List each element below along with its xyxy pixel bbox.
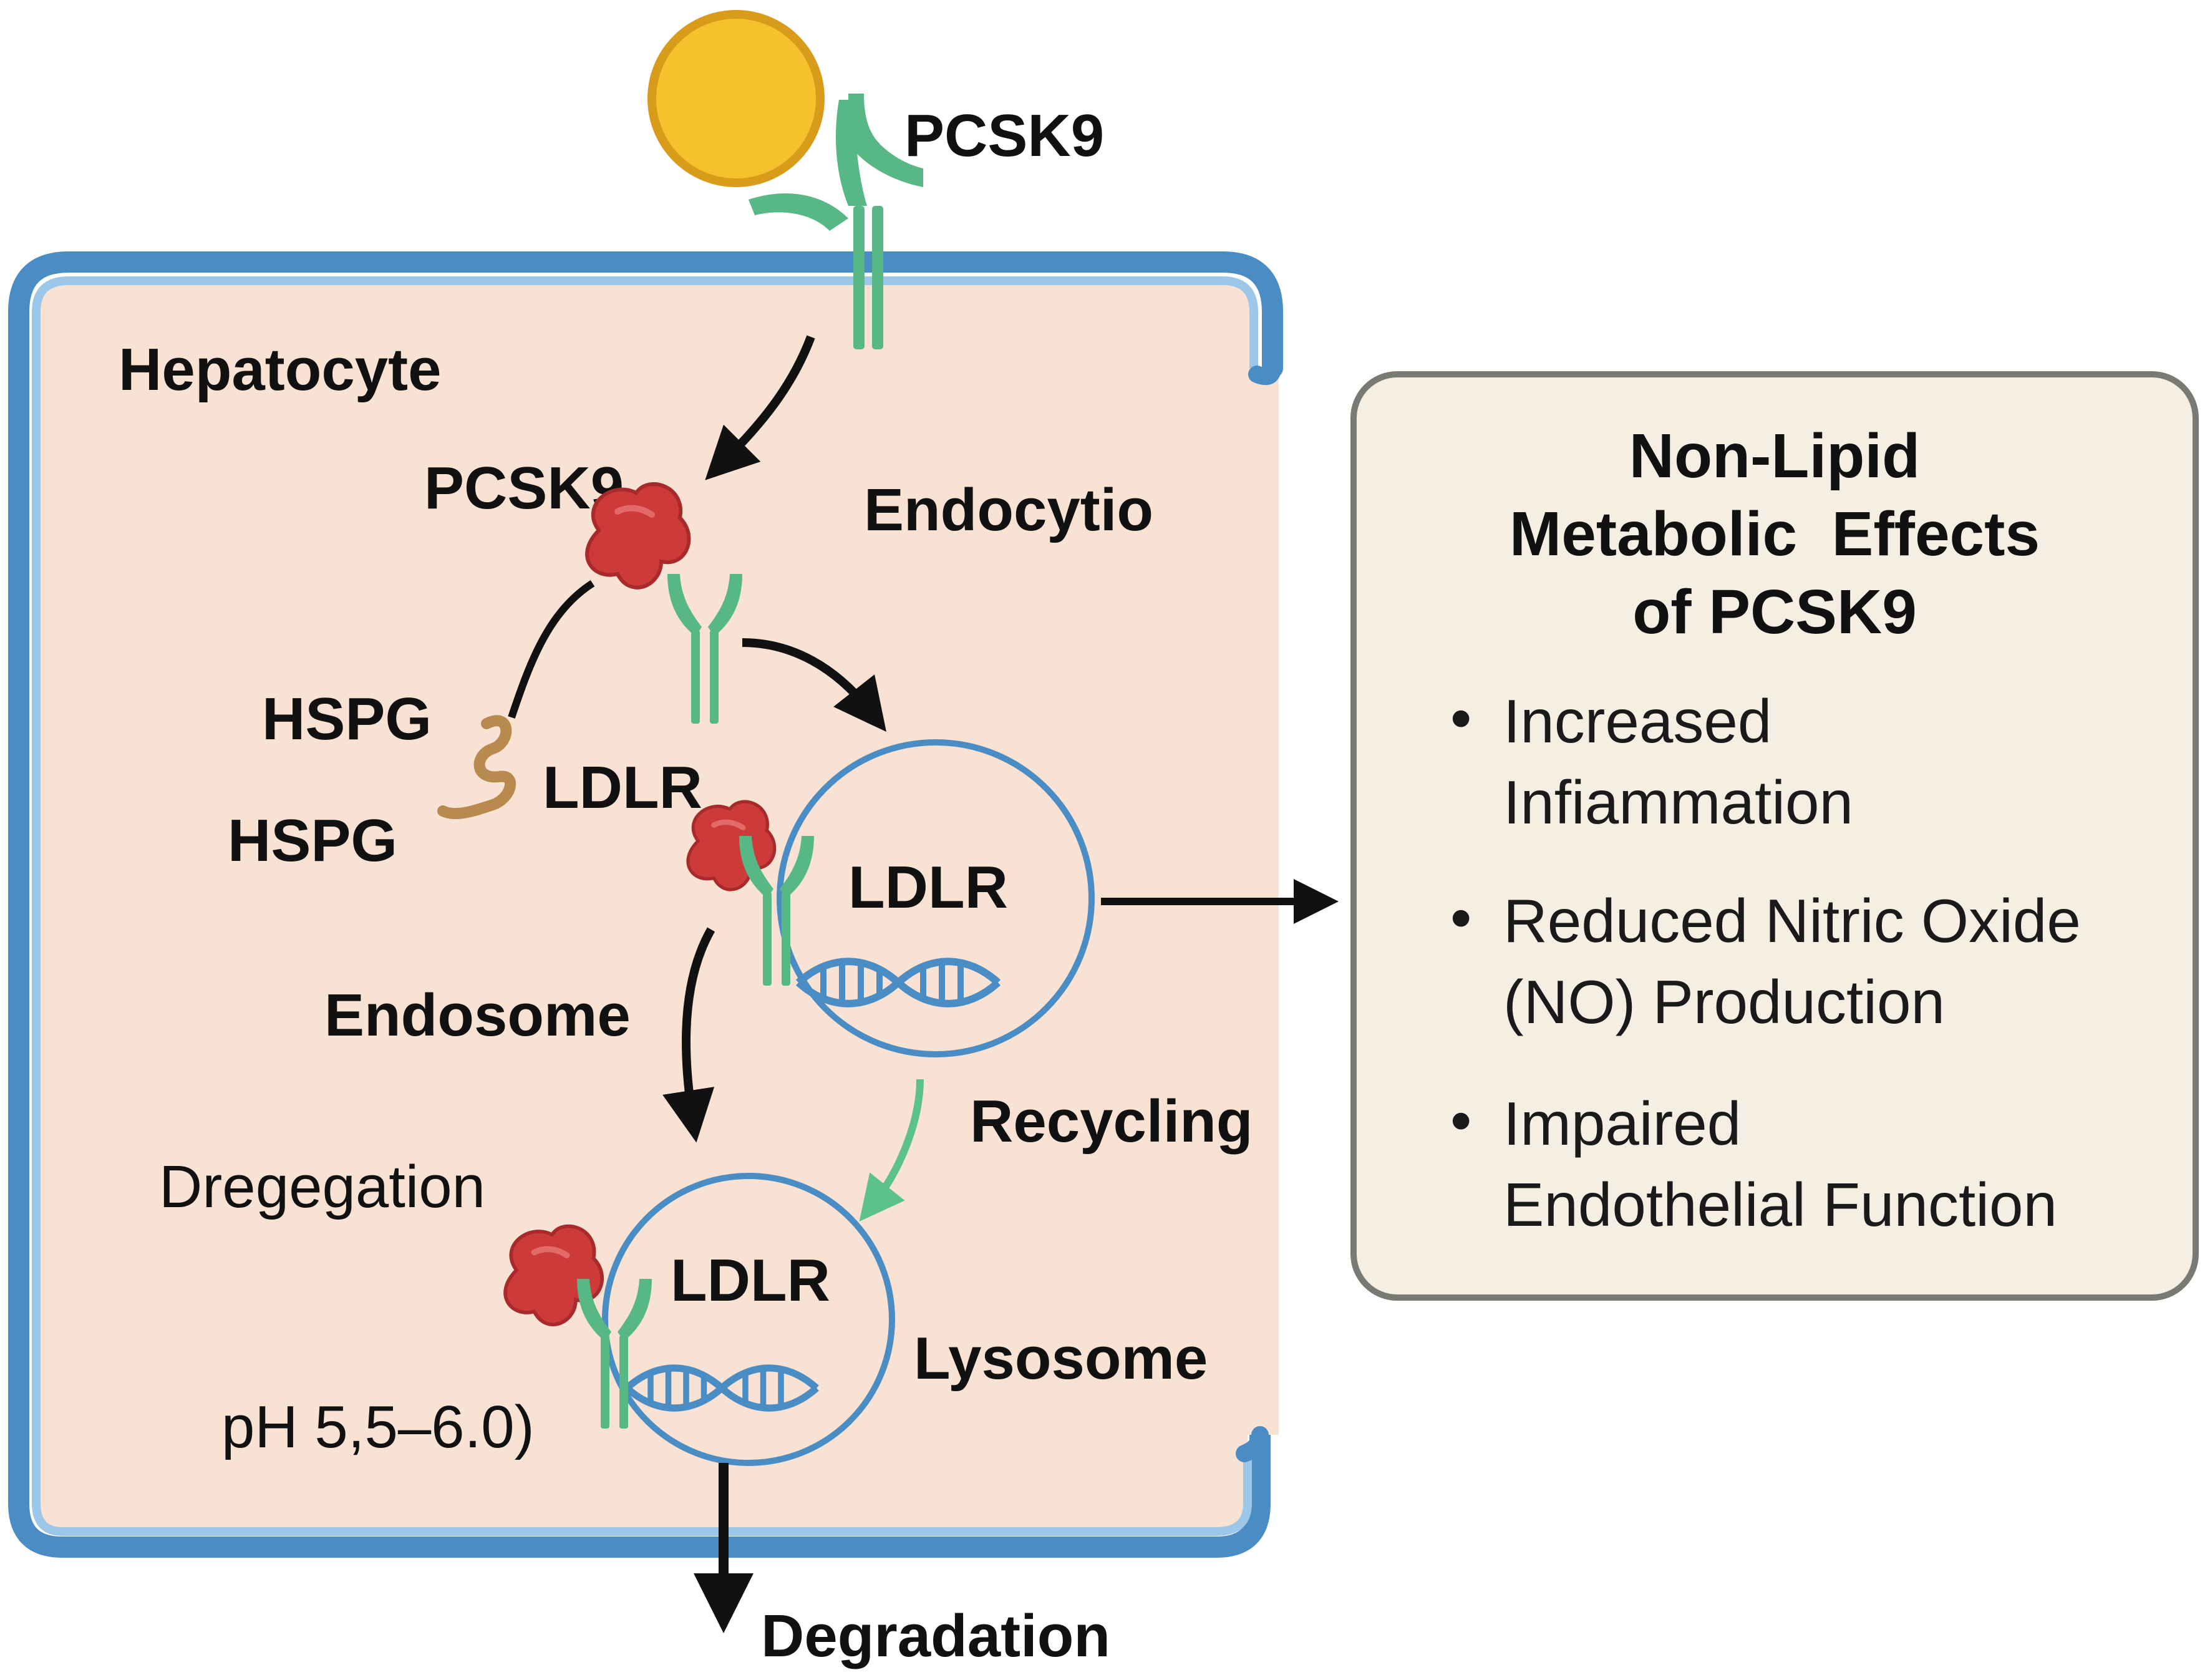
effect-1-line-1: Increased (1503, 687, 1771, 755)
endosome-vesicle (777, 739, 1095, 1057)
ldlr-lysosome-label: LDLR (671, 1247, 830, 1314)
effect-3-line-2: Endothelial Function (1503, 1170, 2057, 1239)
endocytio-label: Endocytio (864, 477, 1153, 543)
pcsk9-surface-label: PCSK9 (904, 102, 1104, 169)
effect-3-line-1: Impaired (1503, 1089, 1741, 1158)
hepatocyte-label: Hepatocyte (119, 336, 442, 403)
hepatocyte-cell (8, 251, 1283, 1558)
endosome-label: Endosome (324, 982, 631, 1049)
degradation-label: Degradation (761, 1603, 1110, 1669)
effect-2-line-2: (NO) Production (1503, 968, 1945, 1036)
recycling-arrow (859, 1079, 924, 1222)
hspg-label-upper: HSPG (262, 686, 432, 752)
bullet-2: • (1450, 883, 1471, 952)
cytoplasm (36, 281, 1279, 1532)
panel-title-line-2: Metabolic Effects (1510, 499, 2040, 569)
lysosome-label: Lysosome (914, 1325, 1208, 1392)
effect-1-line-2: Infiammation (1503, 768, 1853, 837)
panel-title-line-3: of PCSK9 (1632, 577, 1917, 647)
hspg-tether-line (508, 580, 595, 719)
pcsk9-inner-label: PCSK9 (424, 455, 624, 522)
lipoprotein-particle (647, 10, 825, 187)
membrane-end-curl-top (1248, 359, 1281, 386)
ph-label: pH 5,5–6.0) (221, 1394, 535, 1460)
ldlr-left-label: LDLR (543, 754, 702, 821)
bullet-1: • (1450, 684, 1471, 752)
effects-panel-box (1350, 371, 2199, 1301)
effects-panel: Non-Lipid Metabolic Effects of PCSK9 • I… (1350, 371, 2199, 1301)
lysosome-vesicle (602, 1173, 895, 1466)
cell-membrane-inner (32, 276, 1258, 1536)
surface-ldlr-receptor (749, 94, 923, 349)
degradation-pathway-arrow (662, 927, 715, 1143)
effect-2-line-1: Reduced Nitric Oxide (1503, 886, 2081, 955)
endocytosis-arrow (705, 335, 815, 480)
endosome-entry-arrow (742, 638, 886, 732)
membrane-end-curl-bottom (1236, 1426, 1269, 1462)
recycling-label: Recycling (970, 1088, 1253, 1155)
dregegation-label: Dregegation (159, 1153, 485, 1220)
cell-membrane-outer (8, 251, 1283, 1558)
hspg-label-lower: HSPG (228, 807, 397, 874)
ldlr-endosome-label: LDLR (848, 854, 1008, 921)
bullet-3: • (1450, 1086, 1471, 1155)
hspg-icon (437, 715, 516, 820)
panel-title-line-1: Non-Lipid (1629, 421, 1921, 491)
